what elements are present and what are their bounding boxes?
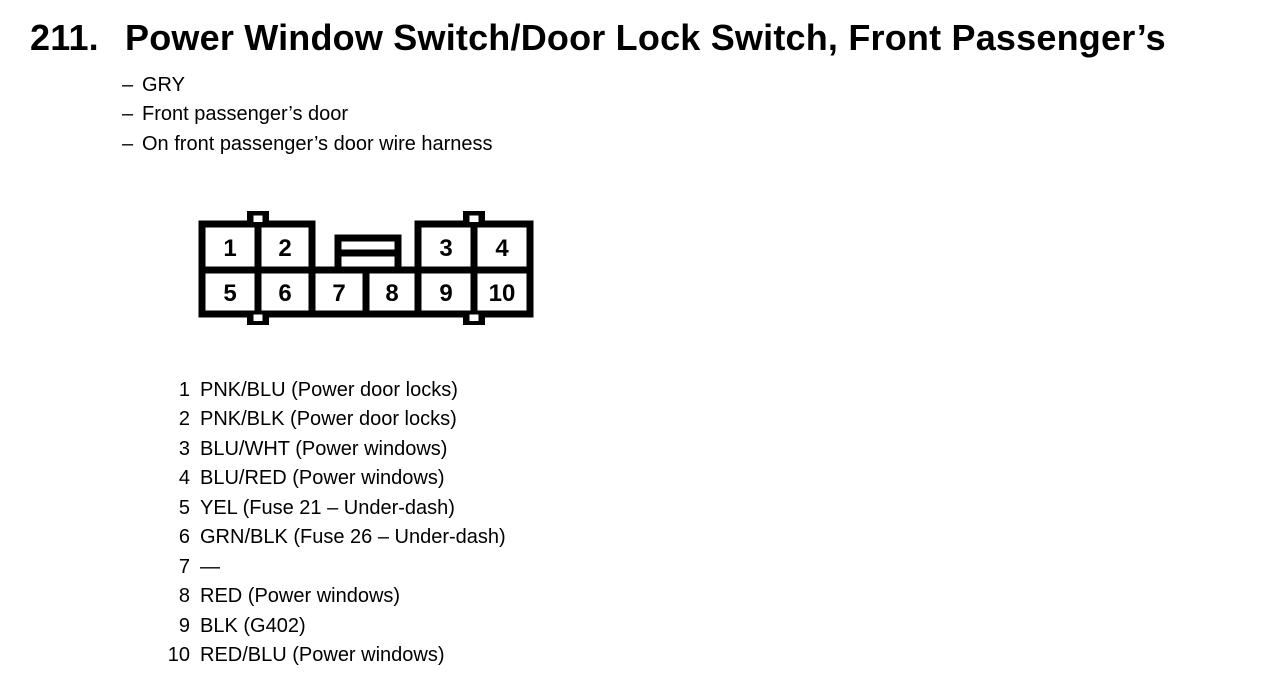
detail-line: – GRY <box>122 71 493 100</box>
pin-cell-number: 2 <box>278 235 291 262</box>
pin-description: BLU/RED (Power windows) <box>200 467 445 490</box>
detail-line: – On front passenger’s door wire harness <box>122 130 493 159</box>
pin-description: BLU/WHT (Power windows) <box>200 437 448 460</box>
pin-number: 10 <box>167 644 190 667</box>
pin-row: 2 PNK/BLK (Power door locks) <box>0 405 506 434</box>
pin-cell <box>254 220 316 274</box>
dash-bullet: – <box>122 74 134 96</box>
pin-row: 9 BLK (G402) <box>0 612 506 641</box>
pin-number: 5 <box>178 496 190 519</box>
pin-cell-number: 1 <box>223 235 236 262</box>
pin-cell <box>254 266 316 318</box>
pin-row: 5 YEL (Fuse 21 – Under-dash) <box>0 494 506 523</box>
dash-bullet: – <box>122 132 134 155</box>
pin-cell-number: 5 <box>223 280 236 307</box>
pin-row: 10 RED/BLU (Power windows) <box>0 641 506 670</box>
pin-cell-number: 8 <box>385 280 398 307</box>
connector-diagram: 1 2 3 4 5 6 7 8 9 10 <box>198 211 534 325</box>
pin-description: GRN/BLK (Fuse 26 – Under-dash) <box>200 526 506 549</box>
pin-cell-number: 4 <box>495 235 509 262</box>
pin-number: 8 <box>178 585 190 608</box>
mounting-tab-hole <box>253 314 263 321</box>
detail-text: On front passenger’s door wire harness <box>142 132 493 155</box>
pin-cell-number: 3 <box>439 235 452 262</box>
pin-description: PNK/BLK (Power door locks) <box>200 408 457 431</box>
mounting-tab-hole <box>469 215 479 222</box>
pin-row: 1 PNK/BLU (Power door locks) <box>0 376 506 405</box>
pin-number: 9 <box>178 614 190 637</box>
mounting-tab-hole <box>469 314 479 321</box>
pin-number: 7 <box>178 555 190 578</box>
pin-row: 8 RED (Power windows) <box>0 582 506 611</box>
pin-description: RED/BLU (Power windows) <box>200 644 445 667</box>
pin-row: 6 GRN/BLK (Fuse 26 – Under-dash) <box>0 523 506 552</box>
figure-number: 211. <box>30 17 99 58</box>
pin-description: — <box>200 555 220 578</box>
pin-cell-number: 10 <box>489 280 516 307</box>
pin-number: 3 <box>178 437 190 460</box>
pin-cell <box>470 266 534 318</box>
detail-text: Front passenger’s door <box>142 103 349 126</box>
pin-row: 4 BLU/RED (Power windows) <box>0 464 506 493</box>
pin-list: 1 PNK/BLU (Power door locks) 2 PNK/BLK (… <box>0 376 506 671</box>
mounting-tab-hole <box>253 215 263 222</box>
pin-cell-number: 7 <box>332 280 345 307</box>
dash-bullet: – <box>122 103 134 126</box>
pin-number: 2 <box>178 408 190 431</box>
pin-row: 3 BLU/WHT (Power windows) <box>0 435 506 464</box>
connector-details: – GRY – Front passenger’s door – On fron… <box>122 71 493 159</box>
pin-description: BLK (G402) <box>200 614 306 637</box>
pin-description: YEL (Fuse 21 – Under-dash) <box>200 496 455 519</box>
detail-line: – Front passenger’s door <box>122 100 493 129</box>
pin-row: 7 — <box>0 553 506 582</box>
pin-number: 1 <box>178 379 190 401</box>
pin-cell-number: 6 <box>278 280 291 307</box>
detail-text: GRY <box>142 74 185 96</box>
page-header: 211. Power Window Switch/Door Lock Switc… <box>30 17 1166 59</box>
pin-number: 6 <box>178 526 190 549</box>
pin-description: PNK/BLU (Power door locks) <box>200 379 458 401</box>
pin-cell-number: 9 <box>439 280 452 307</box>
page-title: Power Window Switch/Door Lock Switch, Fr… <box>125 17 1166 58</box>
pin-description: RED (Power windows) <box>200 585 401 608</box>
pin-number: 4 <box>178 467 190 490</box>
